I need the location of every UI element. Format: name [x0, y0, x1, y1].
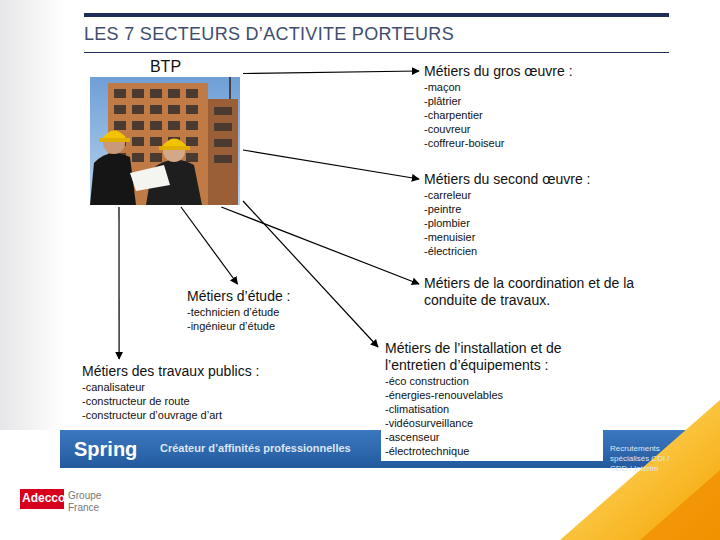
logo-text: Groupe [68, 490, 101, 501]
arrow-connector [243, 150, 419, 179]
job-group: Métiers du second œuvre :-carreleur-pein… [422, 170, 642, 259]
job-item: -technicien d’étude [187, 305, 333, 319]
job-item: -électricien [424, 244, 640, 258]
side-shade [0, 0, 64, 430]
arrow-connector [181, 207, 238, 284]
job-item: -canalisateur [82, 380, 308, 394]
job-item: -vidéosurveillance [385, 416, 597, 430]
group-heading: Métiers des travaux publics : [82, 363, 308, 380]
orange-decoration [640, 470, 720, 540]
job-item: -climatisation [385, 402, 597, 416]
logo-text: Adecco [22, 491, 65, 505]
job-item: -ingénieur d’étude [187, 319, 333, 333]
job-group: Métiers des travaux publics :-canalisate… [80, 362, 310, 423]
job-item: -carreleur [424, 188, 640, 202]
job-group: Métiers du gros œuvre :-maçon-plâtrier-c… [422, 62, 642, 151]
job-group: Métiers de l’installation et de l’entret… [381, 338, 603, 461]
group-heading: Métiers d’étude : [187, 288, 333, 305]
brand-tagline: Créateur d’affinités professionnelles [160, 442, 351, 454]
arrow-connector [243, 71, 419, 74]
logo-text: France [68, 502, 99, 513]
job-item: -coffreur-boiseur [424, 136, 640, 150]
arrow-connector [221, 207, 419, 284]
slide-title: LES 7 SECTEURS D’ACTIVITE PORTEURS [84, 24, 454, 45]
title-rule [84, 52, 669, 53]
job-item: -charpentier [424, 108, 640, 122]
top-rule [84, 13, 669, 17]
photo-node: BTP [88, 57, 243, 207]
job-item: -constructeur de route [82, 394, 308, 408]
job-item: -maçon [424, 80, 640, 94]
group-heading: Métiers de la coordination et de la cond… [424, 275, 650, 309]
job-item: -peintre [424, 202, 640, 216]
job-item: -menuisier [424, 230, 640, 244]
brand-name: Spring [74, 438, 137, 461]
group-heading: Métiers de l’installation et de l’entret… [385, 340, 597, 374]
arrow-connector [118, 207, 119, 359]
construction-photo [90, 77, 240, 205]
job-item: -éco construction [385, 374, 597, 388]
group-heading: Métiers du gros œuvre : [424, 63, 640, 80]
job-item: -couvreur [424, 122, 640, 136]
job-item: -électrotechnique [385, 444, 597, 458]
job-group: Métiers de la coordination et de la cond… [422, 274, 652, 310]
job-group: Métiers d’étude :-technicien d’étude-ing… [185, 287, 335, 334]
job-item: -plombier [424, 216, 640, 230]
job-item: -énergies-renouvelables [385, 388, 597, 402]
group-heading: Métiers du second œuvre : [424, 171, 640, 188]
banner-note: Recrutements spécialisés CDI / CDD / Int… [610, 444, 682, 474]
job-item: -ascenseur [385, 430, 597, 444]
job-item: -constructeur d’ouvrage d’art [82, 408, 308, 422]
job-item: -plâtrier [424, 94, 640, 108]
group-heading: BTP [90, 58, 241, 76]
